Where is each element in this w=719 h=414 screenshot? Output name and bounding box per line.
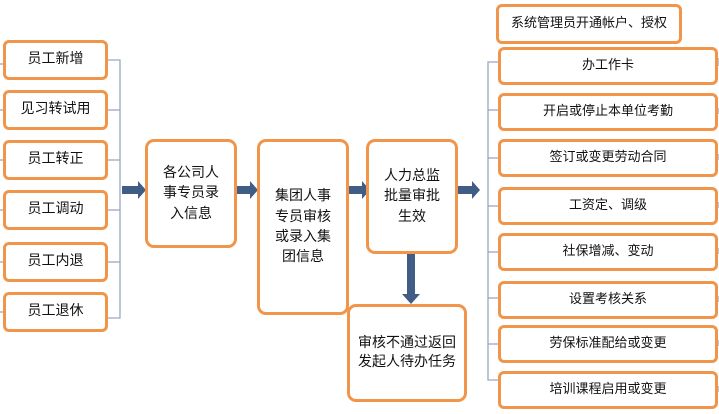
arrow-to-outputs <box>458 181 480 199</box>
input-box-probation: 见习转试用 <box>3 90 108 130</box>
output-box-salary: 工资定、调级 <box>498 187 718 225</box>
input-box-transfer: 员工调动 <box>3 190 108 230</box>
arrow-to-step3 <box>348 181 370 199</box>
output-box-social-security: 社保增减、变动 <box>498 233 718 271</box>
reject-label: 审核不通过返回发起人待办任务 <box>358 335 456 370</box>
arrow-to-reject <box>402 253 420 304</box>
output-box-training: 培训课程启用或变更 <box>498 371 718 409</box>
input-box-retirement: 员工退休 <box>3 292 108 332</box>
output-box-work-card: 办工作卡 <box>498 47 718 85</box>
reject-box: 审核不通过返回发起人待办任务 <box>347 304 467 402</box>
flow-arrows <box>122 181 480 304</box>
step1-box: 各公司人事专员录入信息 <box>145 139 237 248</box>
input-box-new-employee: 员工新增 <box>3 40 108 80</box>
output-box-contract: 签订或变更劳动合同 <box>498 139 718 177</box>
input-box-regularization: 员工转正 <box>3 140 108 180</box>
step2-label: 集团人事专员审核或录入集团信息 <box>275 188 331 266</box>
arrow-to-step1 <box>122 181 146 199</box>
output-box-labor-protection: 劳保标准配给或变更 <box>498 325 718 363</box>
input-box-internal-retirement: 员工内退 <box>3 242 108 282</box>
step1-label: 各公司人事专员录入信息 <box>163 165 219 222</box>
step2-box: 集团人事专员审核或录入集团信息 <box>257 139 349 315</box>
output-box-assessment: 设置考核关系 <box>498 281 718 319</box>
output-box-account: 系统管理员开通帐户、授权 <box>496 4 682 44</box>
step3-box: 人力总监批量审批生效 <box>366 139 458 254</box>
arrow-to-step2 <box>236 181 258 199</box>
step3-label: 人力总监批量审批生效 <box>384 168 440 225</box>
output-box-attendance: 开启或停止本单位考勤 <box>498 93 718 131</box>
